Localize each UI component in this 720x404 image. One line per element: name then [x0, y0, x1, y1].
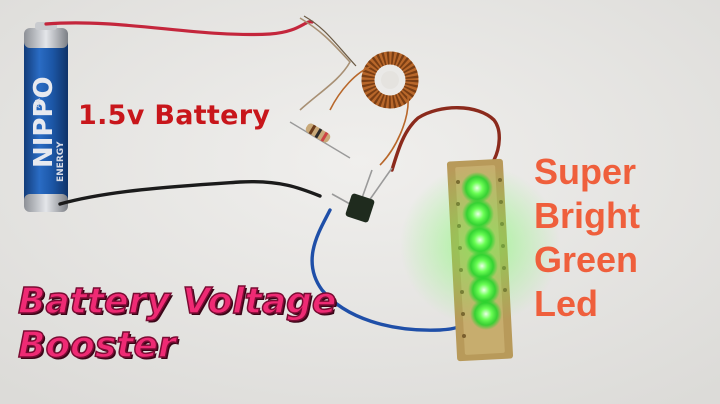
twisted-wire: [299, 17, 351, 111]
led-2: [462, 198, 494, 230]
transistor: [331, 167, 393, 223]
toroid-coil: [329, 51, 419, 166]
red-wire: [44, 20, 314, 37]
led-label-line-3: Green: [534, 239, 639, 280]
led-3: [464, 224, 496, 256]
green-leds: [400, 165, 560, 330]
blue-wire: [310, 208, 468, 332]
twisted-wire-2: [303, 15, 357, 67]
black-wire: [58, 179, 322, 206]
led-label-line-2: Bright: [534, 195, 640, 236]
led-4: [466, 250, 498, 282]
resistor: [289, 121, 351, 159]
svg-text:AA: AA: [34, 98, 42, 108]
title-line-2: Booster: [17, 324, 176, 367]
title-line-1: Battery Voltage: [17, 280, 337, 323]
title-text: Battery Voltage Booster: [17, 280, 438, 368]
led-label-line-1: Super: [534, 151, 637, 192]
battery-label: 1.5v Battery: [78, 100, 271, 131]
led-label-line-4: Led: [534, 283, 599, 324]
led-5: [468, 274, 500, 306]
brown-wire: [390, 106, 501, 172]
aa-battery: NIPPO ENERGY AA: [24, 22, 68, 212]
led-6: [470, 298, 502, 330]
svg-text:ENERGY: ENERGY: [56, 141, 66, 182]
led-1: [461, 172, 493, 204]
svg-text:NIPPO: NIPPO: [29, 76, 59, 168]
led-label: Super Bright Green Led: [534, 150, 654, 326]
